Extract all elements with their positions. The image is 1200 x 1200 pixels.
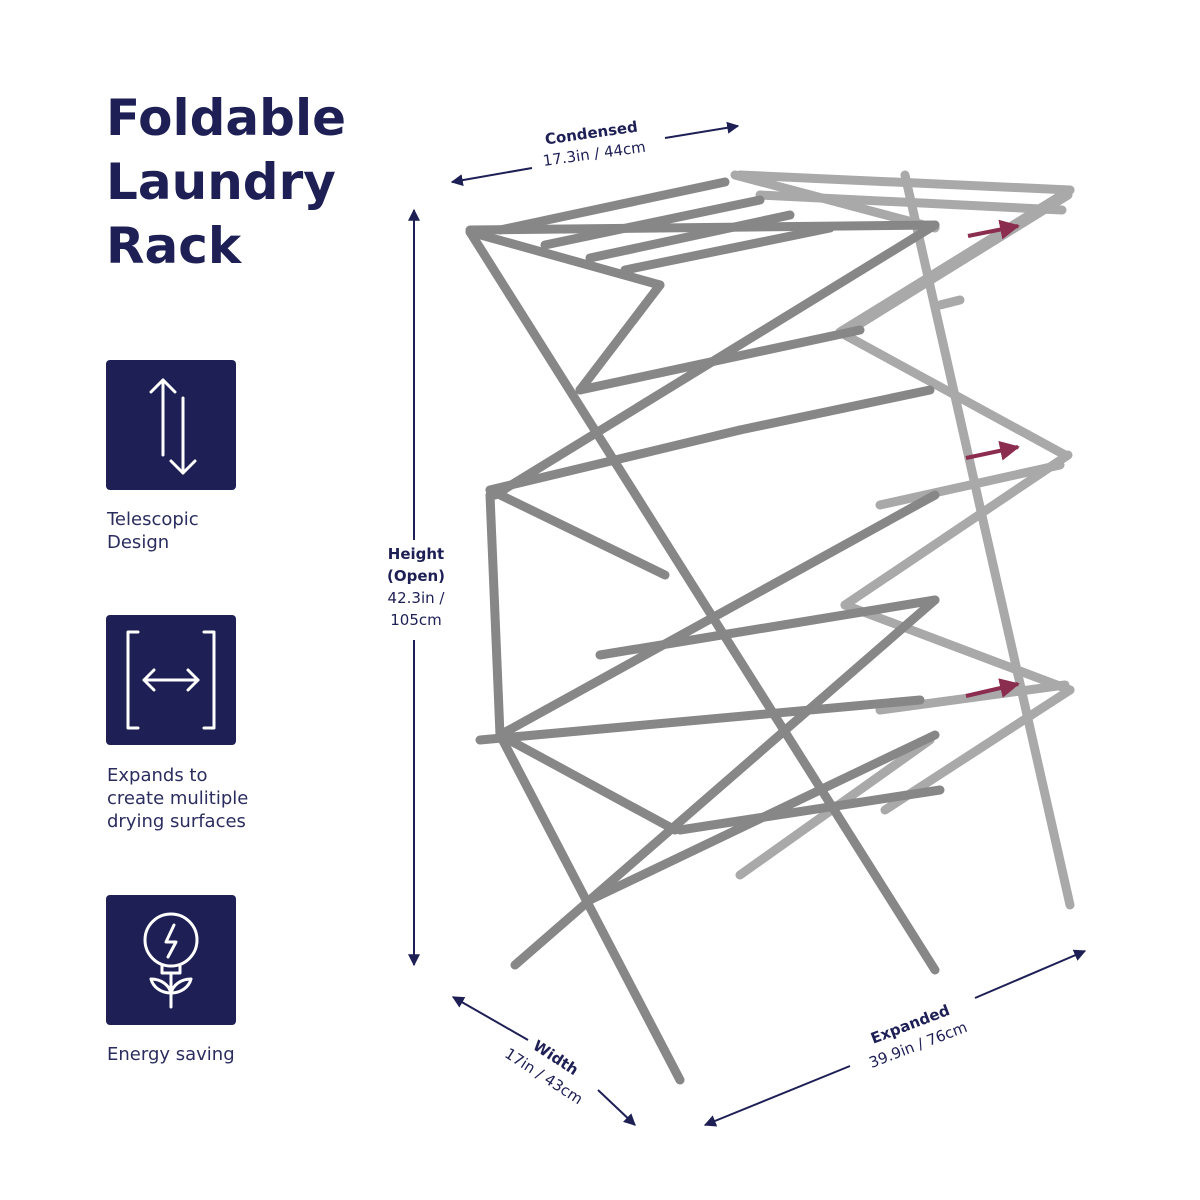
expand-arrow-top: [967, 219, 1020, 240]
expand-arrow-bottom: [965, 678, 1020, 698]
feature-label-expands: Expands to create mulitiple drying surfa…: [107, 765, 249, 832]
title-line-1: Foldable: [106, 89, 346, 147]
height-open-label: (Open): [387, 567, 445, 585]
height-value-line1: 42.3in /: [388, 589, 446, 607]
expand-arrow-middle: [965, 440, 1020, 461]
height-label: Height: [388, 545, 444, 563]
eco-bulb-icon: [143, 912, 199, 1009]
condensed-dimension-line-right: [664, 121, 740, 139]
rack-back-frame: [730, 170, 1075, 910]
condensed-dimension-line-left: [450, 167, 533, 187]
title-line-2: Laundry: [106, 153, 336, 211]
width-dimension-line-top: [451, 996, 529, 1041]
height-value-line2: 105cm: [390, 611, 442, 629]
feature-label-energy: Energy saving: [107, 1044, 235, 1065]
expanded-dimension-line-left: [703, 1065, 851, 1127]
telescopic-arrows-icon: [149, 378, 197, 475]
expanded-dimension-line-right: [974, 949, 1087, 999]
dimension-lines: [408, 121, 1087, 1127]
page-title: Foldable Laundry Rack: [106, 86, 406, 278]
expansion-arrows: [965, 219, 1020, 698]
feature-label-telescopic: Telescopic Design: [107, 509, 199, 553]
title-line-3: Rack: [106, 217, 242, 275]
expands-badge: [106, 615, 236, 745]
expand-arrows-icon: [126, 630, 216, 730]
telescopic-design-badge: [106, 360, 236, 490]
rack-front-frame: [465, 177, 945, 1085]
width-dimension-line-bottom: [597, 1089, 636, 1126]
energy-saving-badge: [106, 895, 236, 1025]
